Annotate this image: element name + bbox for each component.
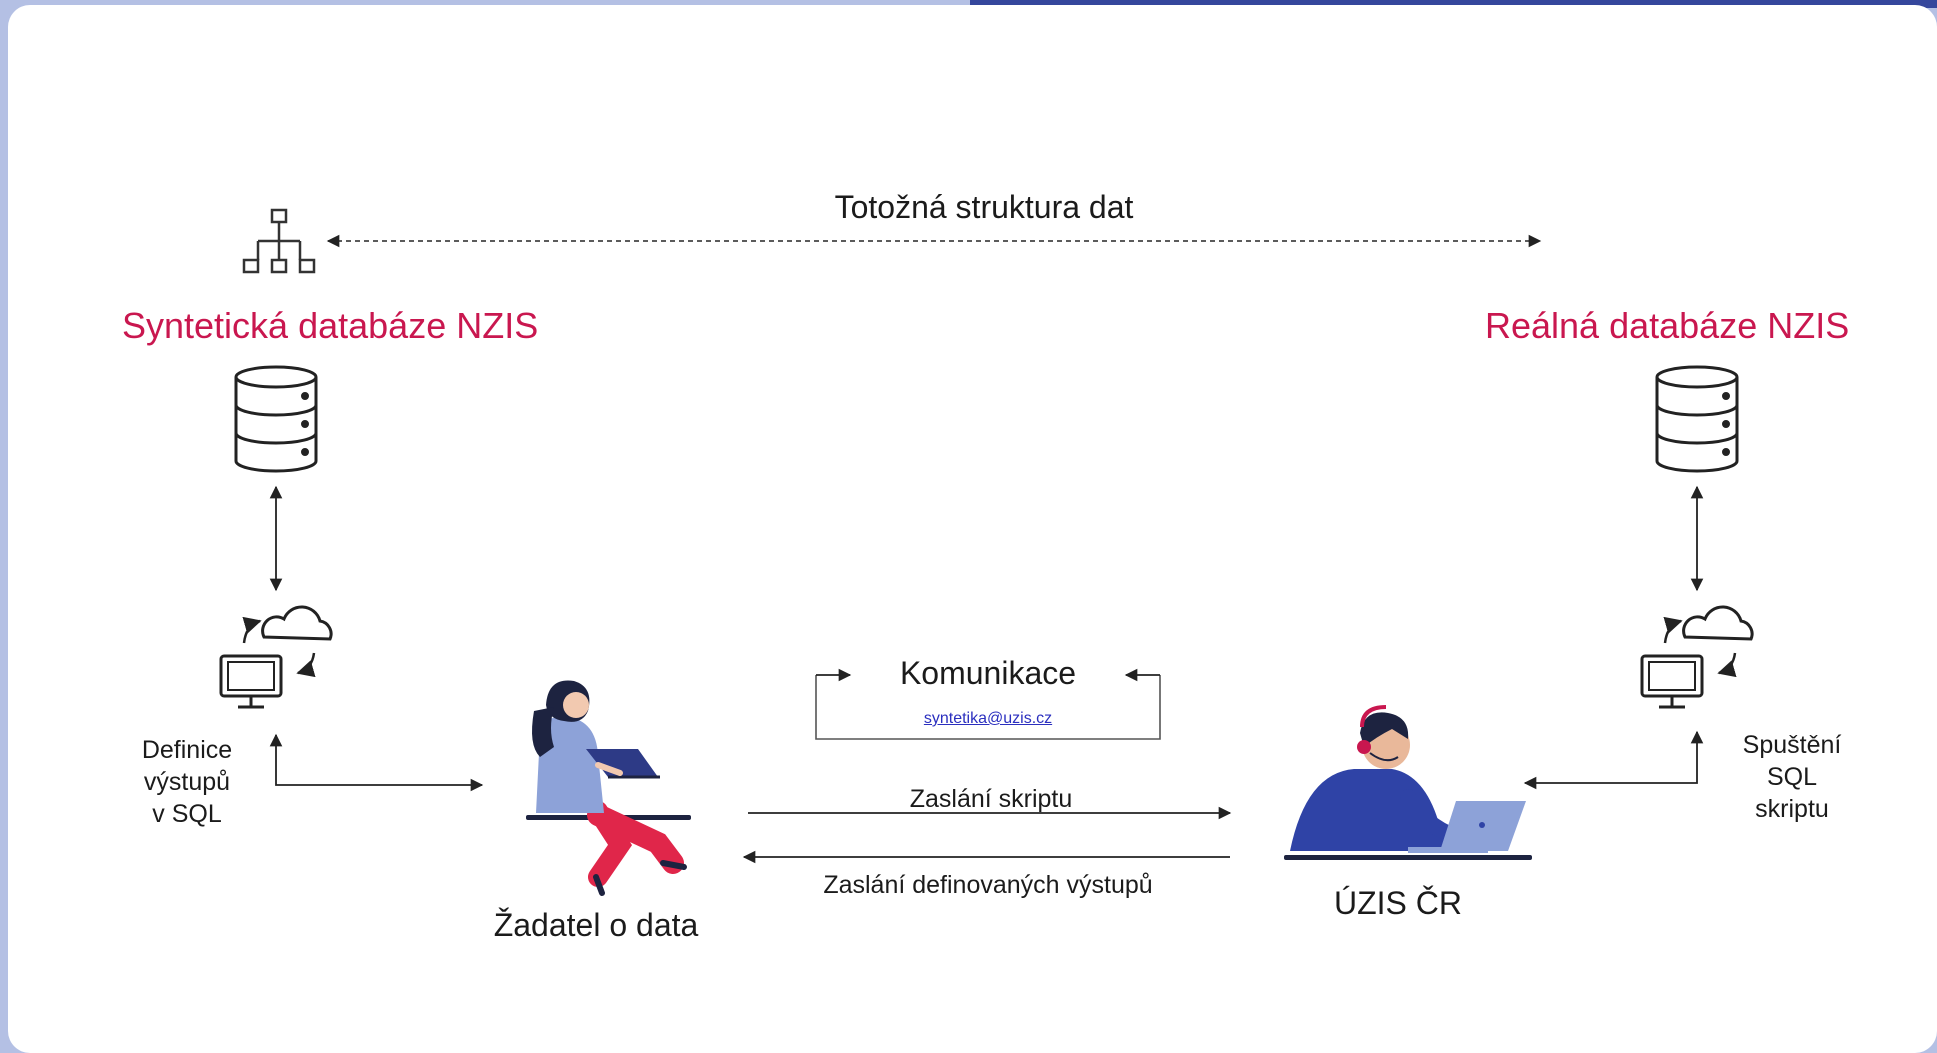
synthetic-database-title: Syntetická databáze NZIS <box>122 305 539 346</box>
send-script-label: Zaslání skriptu <box>909 785 1073 813</box>
right-process-line-3: skriptu <box>1755 795 1829 823</box>
left-process-label: Definice výstupů v SQL <box>142 734 232 830</box>
identical-structure-label: Totožná struktura dat <box>834 189 1134 225</box>
left-process-line-2: výstupů <box>143 768 231 796</box>
left-process-line-1: Definice <box>141 736 233 764</box>
uzis-label: ÚZIS ČR <box>1334 885 1462 921</box>
communication-title: Komunikace <box>899 655 1077 691</box>
computer-cloud-icon-right <box>1640 605 1754 709</box>
communication-email-link[interactable]: syntetika@uzis.cz <box>923 710 1053 727</box>
requester-illustration <box>526 680 691 896</box>
uzis-to-run-arrow <box>1523 730 1704 790</box>
top-accent-strip <box>970 0 1937 8</box>
diagram-frame: Totožná struktura dat Syntetická databáz… <box>8 5 1937 1053</box>
send-outputs-label: Zaslání definovaných výstupů <box>823 871 1153 899</box>
real-database-title: Reálná databáze NZIS <box>1485 305 1850 346</box>
right-process-line-1: Spuštění <box>1742 731 1842 759</box>
database-icon-synthetic <box>234 365 318 473</box>
uzis-operator-illustration <box>1284 705 1532 860</box>
computer-cloud-icon-left <box>219 605 333 709</box>
requester-label: Žadatel o data <box>493 907 699 943</box>
communication-email-wrap: syntetika@uzis.cz <box>924 710 1052 728</box>
communication-bracket <box>815 675 1161 740</box>
right-process-label: Spuštění SQL skriptu <box>1743 729 1842 825</box>
left-process-line-3: v SQL <box>152 800 222 828</box>
hierarchy-icon <box>242 208 316 274</box>
definition-to-requester-arrow <box>269 733 484 792</box>
diagram-graphics <box>219 208 1754 896</box>
right-process-line-2: SQL <box>1766 763 1818 791</box>
database-icon-real <box>1655 365 1739 473</box>
